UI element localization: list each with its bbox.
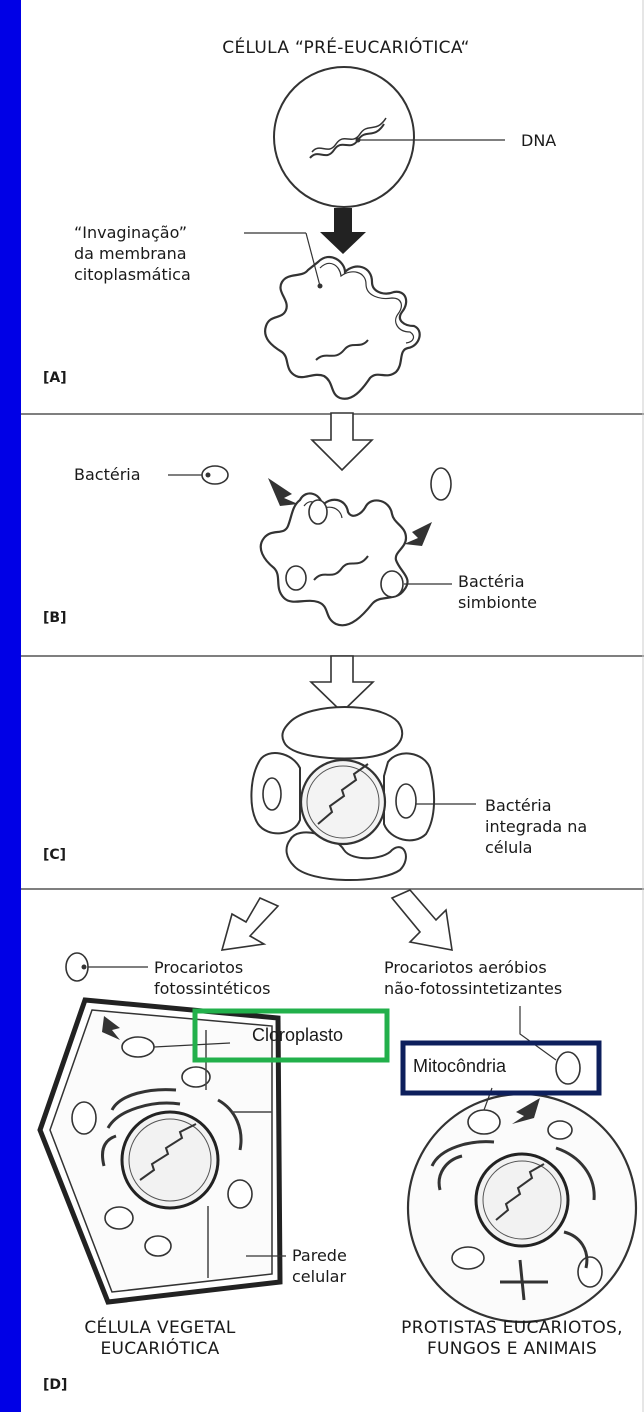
arrow-d-left [222, 898, 278, 950]
invagination-line-2: da membrana [74, 243, 191, 264]
integrated-cell [251, 707, 434, 880]
cell-wall-line-1: Parede [292, 1245, 347, 1266]
dna-pointer-dot [356, 138, 361, 143]
engulfed-bacteria-top [309, 500, 327, 524]
invagination-label: “Invaginação” da membrana citoplasmática [74, 222, 191, 285]
pre-eukaryotic-cell [274, 67, 414, 207]
symbiont-line-2: simbionte [458, 592, 537, 613]
invaginated-cell [265, 257, 420, 399]
engulfed-bacteria-right [381, 571, 403, 597]
engulf-arrow-right [404, 522, 432, 546]
invagination-pointer-dot [318, 284, 323, 289]
dna-label: DNA [521, 130, 556, 151]
arrow-d-right [392, 890, 452, 950]
plant-caption-line-1: CÉLULA VEGETAL [40, 1318, 280, 1339]
aerobic-prokaryotes-label: Procariotos aeróbios não-fotossintetizan… [384, 957, 562, 999]
invagination-line-1: “Invaginação” [74, 222, 191, 243]
mitochondria-label: Mitocôndria [413, 1056, 506, 1077]
engulfed-bacteria-left [286, 566, 306, 590]
photosynthetic-line-1: Procariotos [154, 957, 271, 978]
free-bacteria-right [431, 468, 451, 500]
arrow-b-down [312, 413, 372, 470]
aerobic-prokaryote [556, 1052, 580, 1084]
diagram-title: CÉLULA “PRÉ-EUCARIÓTICA“ [176, 38, 516, 59]
plant-nucleus [122, 1112, 218, 1208]
engulf-arrow-left [268, 478, 298, 506]
panel-label-b: [B] [43, 610, 66, 626]
photosynthetic-line-2: fotossintéticos [154, 978, 271, 999]
aerobic-pointer-line [520, 1006, 556, 1060]
aerobic-line-1: Procariotos aeróbios [384, 957, 562, 978]
integrated-bacteria-label: Bactéria integrada na célula [485, 795, 587, 858]
symbiont-host-cell [261, 493, 408, 625]
chloroplast-label: Cloroplasto [252, 1025, 343, 1046]
arrow-c-down [311, 656, 373, 712]
arrow-a-down [320, 208, 366, 254]
integrated-line-1: Bactéria [485, 795, 587, 816]
animal-caption-line-2: FUNGOS E ANIMAIS [382, 1339, 642, 1360]
panel-label-d: [D] [43, 1377, 67, 1393]
cell-wall-label: Parede celular [292, 1245, 347, 1287]
bacteria-label: Bactéria [74, 464, 141, 485]
aerobic-line-2: não-fotossintetizantes [384, 978, 562, 999]
invagination-line-3: citoplasmática [74, 264, 191, 285]
plant-caption-line-2: EUCARIÓTICA [40, 1339, 280, 1360]
photosynthetic-prokaryotes-label: Procariotos fotossintéticos [154, 957, 271, 999]
photosynthetic-prokaryote-dot [82, 965, 87, 970]
cell-wall-line-2: celular [292, 1266, 347, 1287]
animal-cell-caption: PROTISTAS EUCARIOTOS, FUNGOS E ANIMAIS [382, 1318, 642, 1360]
panel-label-c: [C] [43, 847, 66, 863]
animal-nucleus [476, 1154, 568, 1246]
plant-cell-caption: CÉLULA VEGETAL EUCARIÓTICA [40, 1318, 280, 1360]
symbiont-line-1: Bactéria [458, 571, 537, 592]
integrated-line-3: célula [485, 837, 587, 858]
animal-caption-line-1: PROTISTAS EUCARIOTOS, [382, 1318, 642, 1339]
free-bacteria-left-dot [206, 473, 211, 478]
integrated-line-2: integrada na [485, 816, 587, 837]
symbiont-bacteria-label: Bactéria simbionte [458, 571, 537, 613]
panel-label-a: [A] [43, 370, 67, 386]
